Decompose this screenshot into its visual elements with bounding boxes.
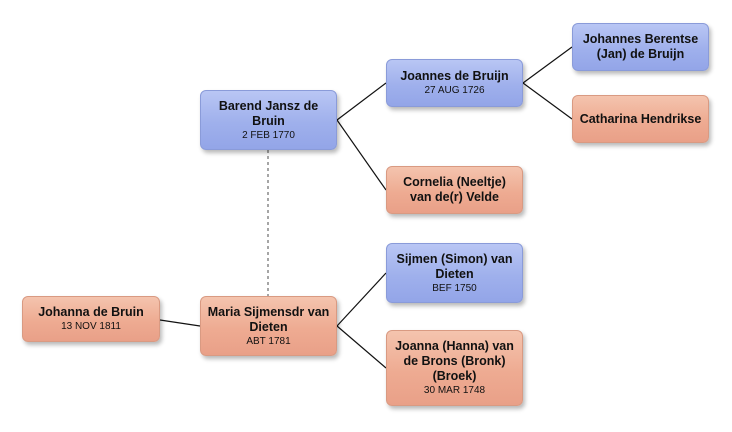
person-date: 13 NOV 1811 <box>61 321 121 332</box>
person-name: Johannes Berentse (Jan) de Bruijn <box>582 32 699 61</box>
link-johanna-maria <box>159 319 201 327</box>
person-name: Cornelia (Neeltje) van de(r) Velde <box>403 175 506 204</box>
person-name: Joannes de Bruijn <box>400 69 509 83</box>
person-card-cornelia[interactable]: Cornelia (Neeltje) van de(r) Velde <box>386 166 523 214</box>
person-name: Joanna (Hanna) van de Brons (Bronk) (Bro… <box>395 339 514 383</box>
person-card-joanna[interactable]: Joanna (Hanna) van de Brons (Bronk) (Bro… <box>386 330 523 406</box>
person-card-catharina[interactable]: Catharina Hendrikse <box>572 95 709 143</box>
person-card-maria[interactable]: Maria Sijmensdr van Dieten ABT 1781 <box>200 296 337 356</box>
link-joannes-catharina <box>522 82 573 120</box>
person-date: BEF 1750 <box>432 282 477 294</box>
link-maria-joanna <box>336 325 387 369</box>
person-card-barend[interactable]: Barend Jansz de Bruin 2 FEB 1770 <box>200 90 337 150</box>
person-name: Sijmen (Simon) van Dieten <box>396 251 513 281</box>
link-barend-cornelia <box>336 119 387 191</box>
person-date: 30 MAR 1748 <box>423 385 486 396</box>
person-card-sijmen[interactable]: Sijmen (Simon) van Dieten BEF 1750 <box>386 243 523 303</box>
link-barend-joannes <box>336 82 387 121</box>
person-card-joannes[interactable]: Joannes de Bruijn 27 AUG 1726 <box>386 59 523 107</box>
link-joannes-johannes <box>522 46 573 84</box>
person-name: Johanna de Bruin <box>38 305 144 319</box>
link-maria-sijmen <box>336 272 387 327</box>
person-card-johannes[interactable]: Johannes Berentse (Jan) de Bruijn <box>572 23 709 71</box>
person-name: Maria Sijmensdr van Dieten <box>207 304 330 334</box>
person-date: 27 AUG 1726 <box>424 85 485 96</box>
person-date: ABT 1781 <box>246 335 291 347</box>
person-date: 2 FEB 1770 <box>242 129 295 141</box>
person-card-johanna[interactable]: Johanna de Bruin 13 NOV 1811 <box>22 296 160 342</box>
person-name: Catharina Hendrikse <box>579 111 702 126</box>
person-name: Barend Jansz de Bruin <box>218 98 319 128</box>
